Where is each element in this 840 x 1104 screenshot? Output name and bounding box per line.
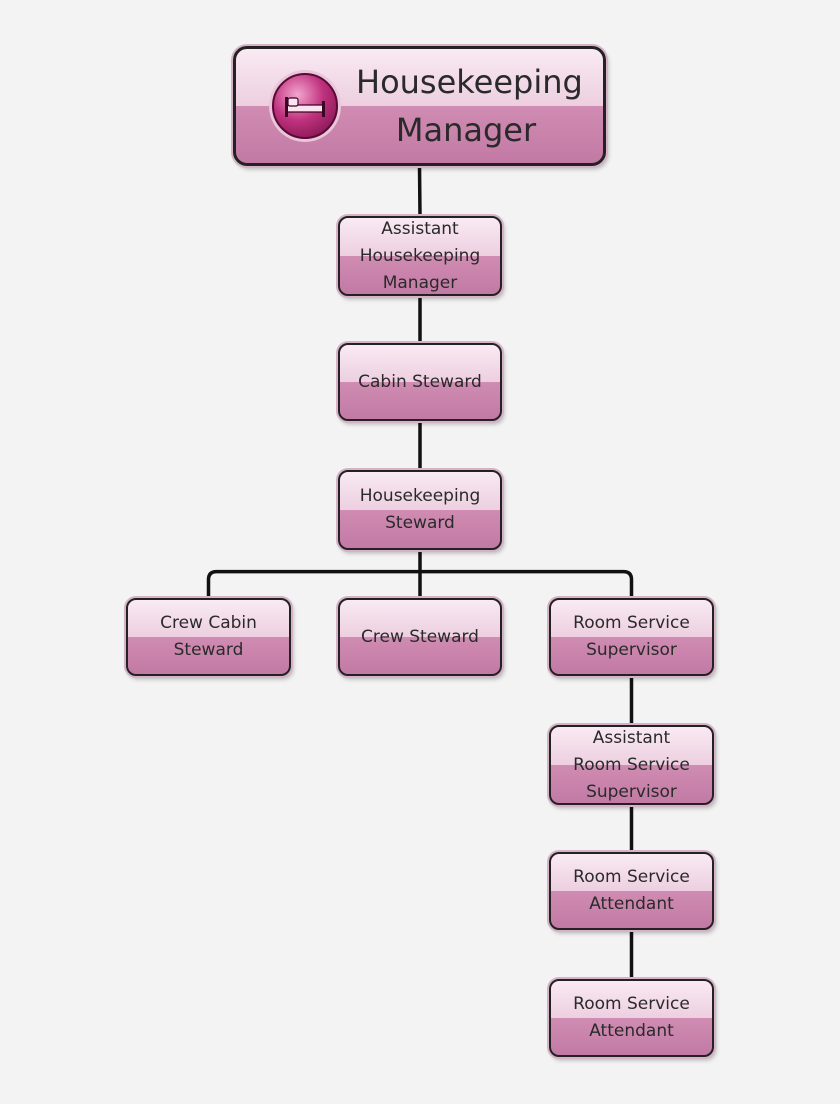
node-label-line: Supervisor bbox=[586, 781, 677, 802]
node-label-line: Assistant bbox=[381, 218, 459, 239]
node-label-line: Attendant bbox=[589, 1021, 674, 1041]
node-label-line: Crew Steward bbox=[361, 626, 479, 647]
node-label-line: Crew Cabin bbox=[160, 613, 257, 633]
node-label: Crew Steward bbox=[361, 624, 479, 651]
node-label-line: Assistant bbox=[592, 727, 671, 748]
node-label-line: Room Service bbox=[573, 994, 690, 1014]
node-label-line: Supervisor bbox=[586, 640, 677, 660]
node-label: Cabin Steward bbox=[358, 369, 482, 396]
node-label-line: Cabin Steward bbox=[358, 371, 482, 392]
node-label-line: Steward bbox=[173, 640, 244, 660]
node-label-line: Steward bbox=[385, 513, 455, 533]
connectors bbox=[206, 164, 634, 981]
node-crew-steward: Crew Steward bbox=[338, 598, 502, 676]
node-label-line: Housekeeping bbox=[359, 245, 481, 266]
node-label-line: Attendant bbox=[589, 894, 674, 914]
node-label-line: Room Service bbox=[573, 754, 690, 775]
node-label-line: Housekeeping bbox=[359, 486, 481, 506]
node-label-line: Manager bbox=[395, 111, 537, 149]
node-label-line: Room Service bbox=[573, 867, 690, 887]
node-label-line: Manager bbox=[382, 272, 458, 293]
connector-bus-housekeeping-steward bbox=[206, 548, 634, 600]
bed-icon bbox=[272, 73, 338, 139]
node-label-line: Housekeeping bbox=[356, 63, 583, 101]
node-cabin-steward: Cabin Steward bbox=[338, 343, 502, 421]
connector-housekeeping-manager-assistant-housekeeping-manager bbox=[417, 164, 422, 218]
node-label-line: Room Service bbox=[573, 613, 690, 633]
